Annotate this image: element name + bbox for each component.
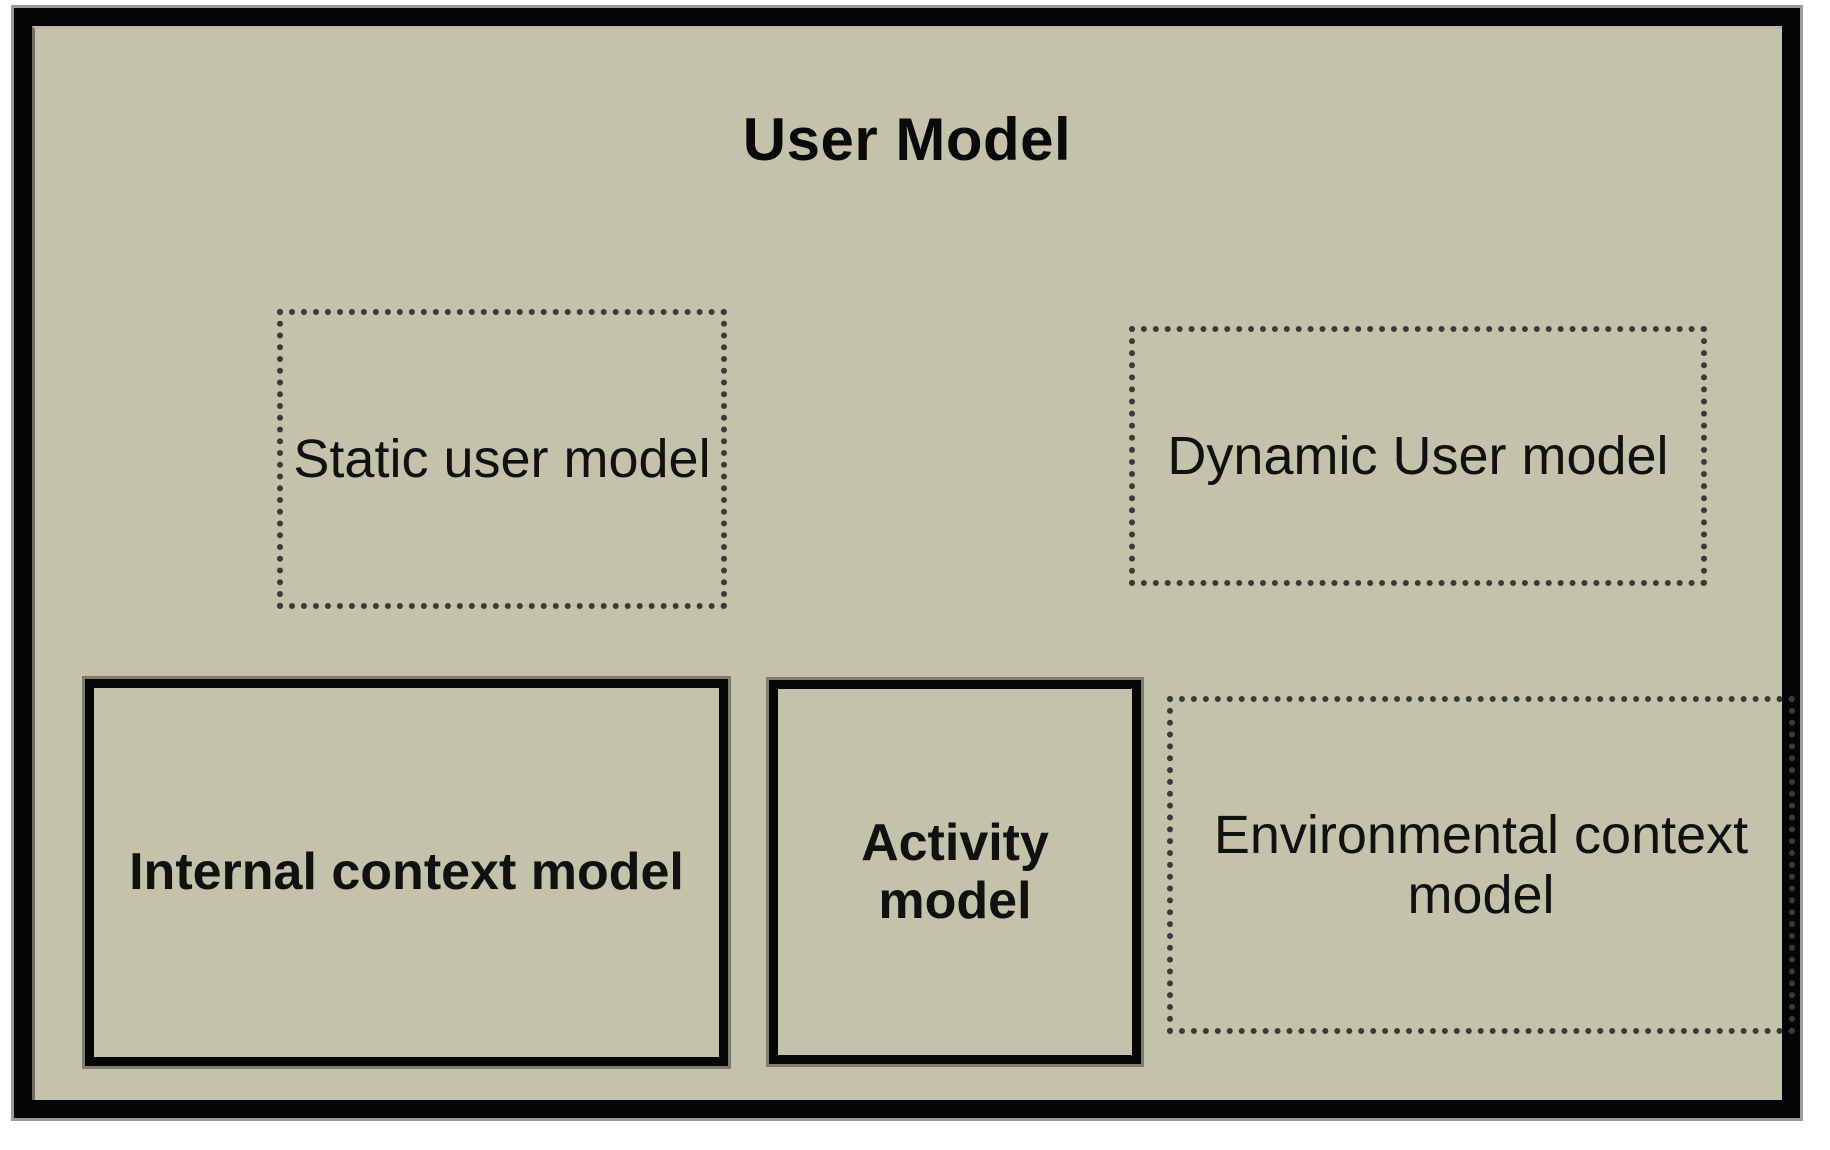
node-activity-model-label: Activity model (861, 813, 1049, 930)
user-model-container: User Model Static user model Dynamic Use… (14, 8, 1800, 1118)
node-static-user-model: Static user model (277, 309, 727, 609)
node-static-user-model-label: Static user model (293, 428, 711, 489)
node-dynamic-user-model-label: Dynamic User model (1167, 425, 1669, 486)
node-internal-context-model: Internal context model (85, 679, 728, 1066)
node-environmental-context-model-label: Environmental context model (1213, 804, 1749, 925)
node-environmental-context-model: Environmental context model (1167, 696, 1795, 1034)
node-dynamic-user-model: Dynamic User model (1129, 326, 1707, 586)
page-title: User Model (742, 106, 1072, 173)
node-internal-context-model-label: Internal context model (129, 843, 684, 902)
node-activity-model: Activity model (769, 680, 1141, 1064)
